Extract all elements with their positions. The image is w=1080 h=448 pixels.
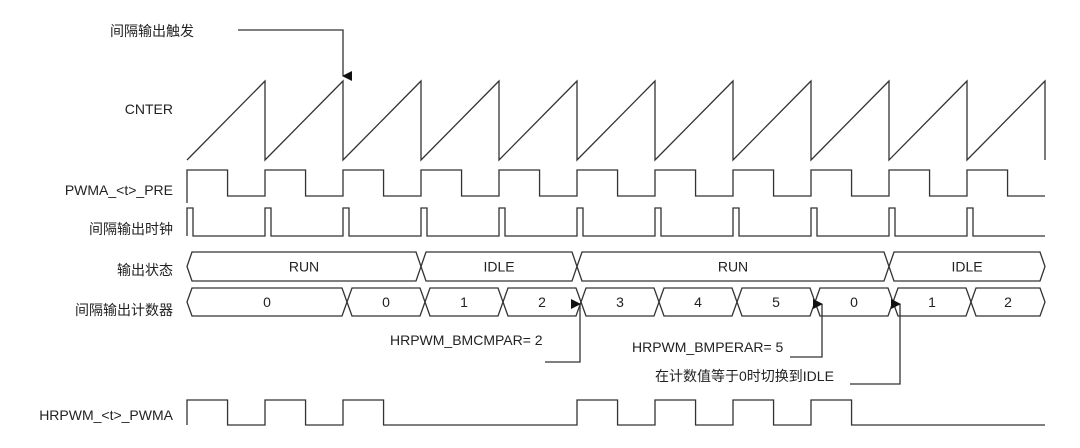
- counter-value: 0: [382, 294, 390, 310]
- counter-value: 3: [616, 294, 624, 310]
- trigger-annotation: 间隔输出触发: [110, 23, 194, 39]
- counter-value: 0: [263, 294, 271, 310]
- state-bus: RUN IDLE RUN IDLE: [186, 251, 1046, 282]
- clock-pulses: [186, 207, 1045, 237]
- label-counter: 间隔输出计数器: [75, 302, 173, 318]
- label-state: 输出状态: [117, 262, 173, 278]
- counter-segment: [502, 287, 582, 317]
- pwm-pre-waveform: [186, 169, 1045, 203]
- counter-value: 2: [538, 294, 546, 310]
- cnter-sawtooth: [186, 79, 1046, 162]
- state-value: RUN: [289, 259, 319, 275]
- state-segment: [186, 251, 422, 282]
- counter-segment: [424, 287, 504, 317]
- switch-idle-arrow: [850, 299, 901, 385]
- bmperar-annotation: HRPWM_BMPERAR= 5: [632, 339, 784, 355]
- switch-idle-annotation: 在计数值等于0时切换到IDLE: [655, 368, 834, 384]
- label-cnter: CNTER: [125, 101, 173, 117]
- output-pwm: [186, 399, 1045, 426]
- label-clock: 间隔输出时钟: [89, 221, 173, 237]
- bmcmpar-arrow: [545, 299, 581, 363]
- counter-segment: [970, 287, 1046, 317]
- counter-segment: [346, 287, 426, 317]
- bmperar-arrow: [790, 299, 823, 358]
- counter-value: 1: [928, 294, 936, 310]
- counter-value: 1: [460, 294, 468, 310]
- state-segment: [420, 251, 578, 282]
- counter-value: 0: [850, 294, 858, 310]
- state-segment: [576, 251, 890, 282]
- counter-segment: [736, 287, 816, 317]
- pwm-pre-square: [186, 169, 1045, 203]
- counter-value: 5: [772, 294, 780, 310]
- output-waveform: [186, 399, 1045, 426]
- counter-bus: 0 0 1 2 3 4 5 0 1 2: [186, 287, 1046, 317]
- bmcmpar-annotation: HRPWM_BMCMPAR= 2: [390, 332, 543, 348]
- state-value: IDLE: [951, 259, 982, 275]
- counter-value: 2: [1004, 294, 1012, 310]
- counter-segment: [186, 287, 348, 317]
- state-segment: [888, 251, 1046, 282]
- state-value: RUN: [718, 259, 748, 275]
- counter-segment: [658, 287, 738, 317]
- label-output: HRPWM_<t>_PWMA: [39, 407, 173, 423]
- state-value: IDLE: [483, 259, 514, 275]
- clock-waveform: [186, 207, 1045, 237]
- label-pwm-pre: PWMA_<t>_PRE: [65, 182, 173, 198]
- counter-value: 4: [694, 294, 702, 310]
- cnter-waveform: [186, 79, 1046, 162]
- counter-segment: [580, 287, 660, 317]
- trigger-arrow: [238, 29, 352, 81]
